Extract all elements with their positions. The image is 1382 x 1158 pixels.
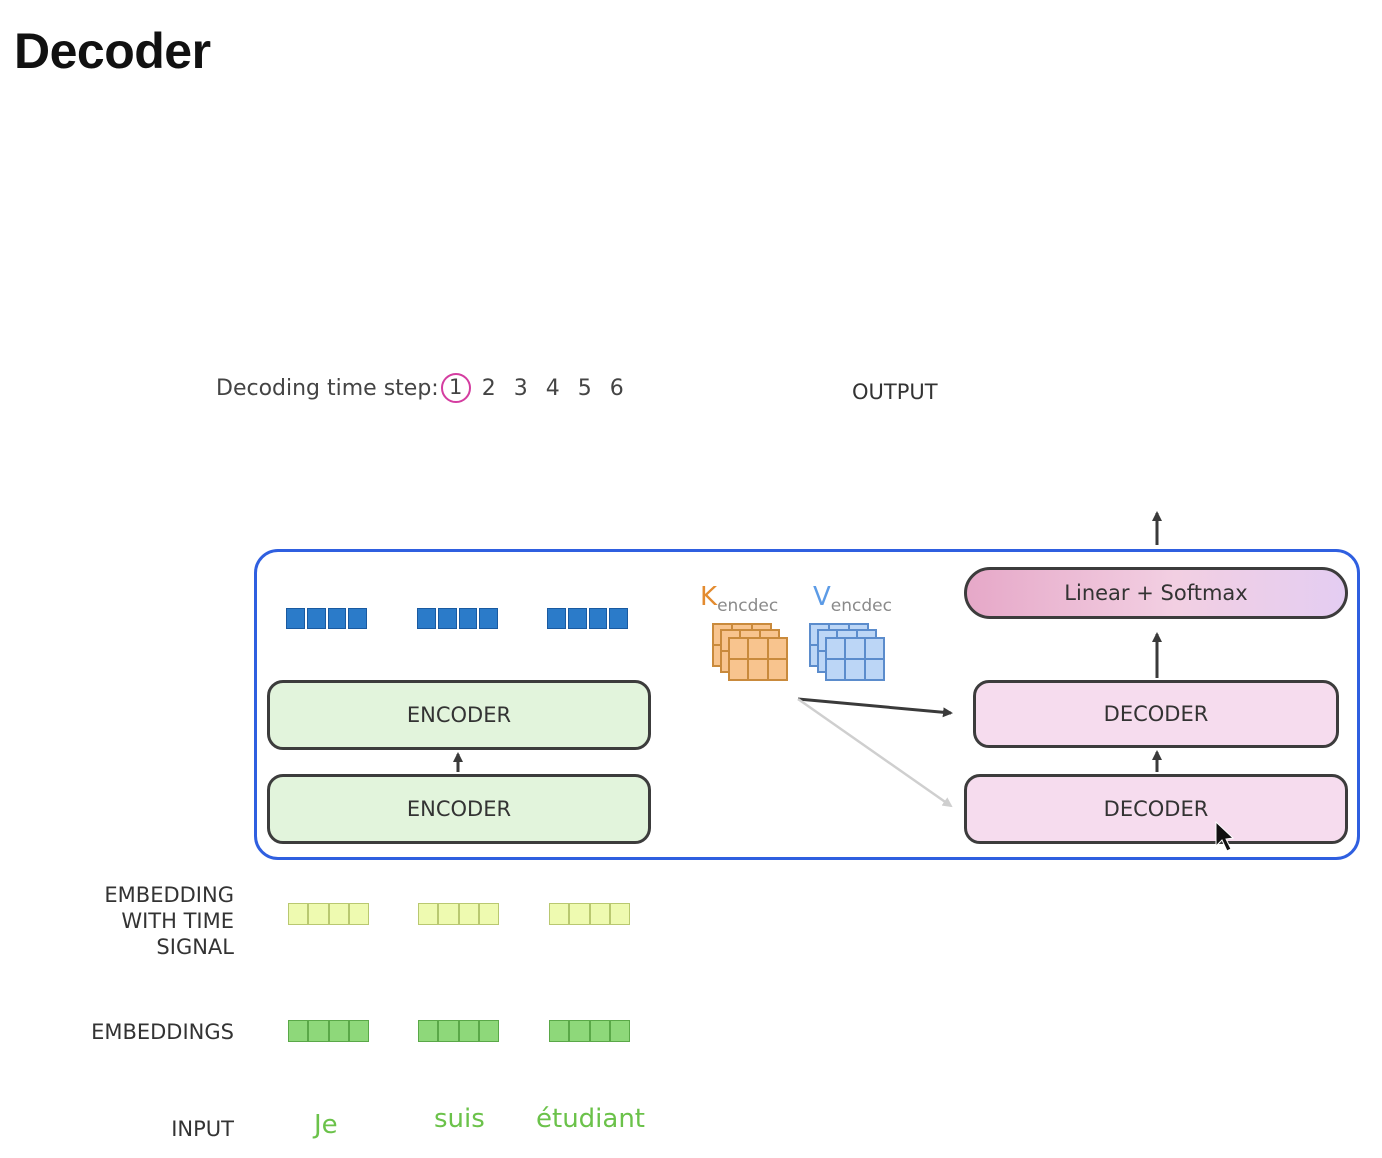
encoder-output-vector: [417, 608, 498, 629]
timestep-6: 6: [609, 375, 624, 401]
timestep-2: 2: [481, 375, 496, 401]
decoding-timestep: Decoding time step: 1 2 3 4 5 6: [216, 372, 633, 404]
row-label-embeddings: EMBEDDINGS: [91, 1020, 234, 1044]
encoder-block-top: ENCODER: [267, 680, 651, 750]
embedding-vector: [549, 1020, 630, 1042]
v-matrix: [825, 637, 885, 681]
time-signal-vector: [288, 903, 369, 925]
time-signal-vector: [418, 903, 499, 925]
v-encdec-label: Vencdec: [813, 582, 892, 616]
timestep-3: 3: [513, 375, 528, 401]
input-word-suis: suis: [434, 1104, 485, 1134]
time-signal-vector: [549, 903, 630, 925]
page-title: Decoder: [14, 23, 211, 79]
encoder-output-vector: [286, 608, 367, 629]
k-matrix: [728, 637, 788, 681]
input-word-je: Je: [314, 1110, 338, 1140]
input-word-etudiant: étudiant: [536, 1104, 646, 1134]
timestep-label: Decoding time step:: [216, 375, 439, 401]
decoder-block-top: DECODER: [973, 680, 1339, 748]
embedding-vector: [418, 1020, 499, 1042]
timestep-4: 4: [545, 375, 560, 401]
encoder-decoder-frame: [254, 549, 1360, 860]
embedding-vector: [288, 1020, 369, 1042]
mouse-cursor-icon: [1215, 820, 1235, 852]
row-label-embedding-time-signal: EMBEDDING WITH TIME SIGNAL: [104, 883, 234, 959]
arrow-kv-to-decoder-top: [797, 697, 953, 718]
arrow-kv-to-decoder-bottom: [797, 697, 953, 808]
timestep-1-active: 1: [440, 373, 471, 403]
encoder-output-vector: [547, 608, 628, 629]
k-encdec-label: Kencdec: [700, 582, 779, 616]
row-label-input: INPUT: [171, 1117, 234, 1141]
decoder-block-bottom: DECODER: [964, 774, 1348, 844]
output-label: OUTPUT: [852, 380, 938, 404]
encoder-block-bottom: ENCODER: [267, 774, 651, 844]
linear-softmax-block: Linear + Softmax: [964, 567, 1348, 619]
timestep-5: 5: [577, 375, 592, 401]
